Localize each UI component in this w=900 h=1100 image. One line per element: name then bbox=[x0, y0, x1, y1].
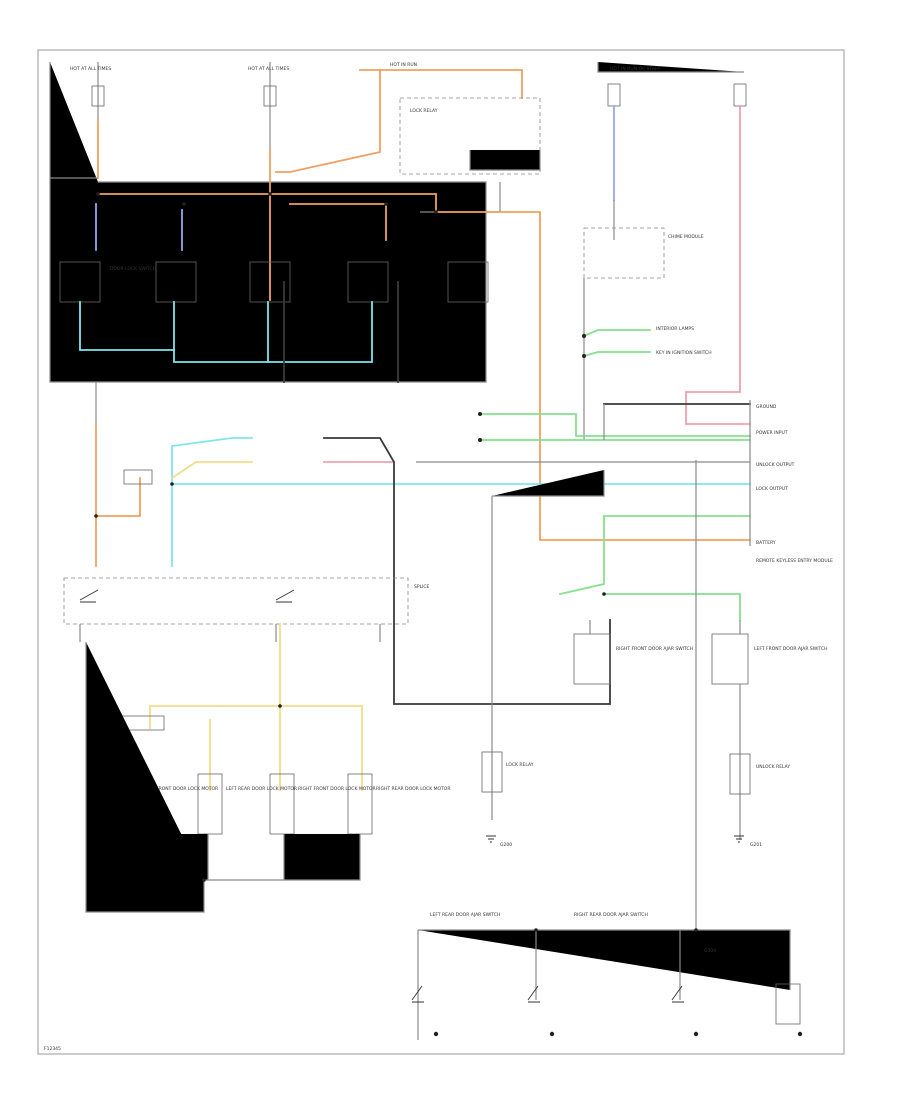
junction-dots bbox=[94, 192, 698, 932]
top-left-section: HOT AT ALL TIMES HOT AT ALL TIMES DOOR L… bbox=[49, 62, 541, 383]
lr-ajar-bottom-label: LEFT REAR DOOR AJAR SWITCH bbox=[430, 912, 500, 918]
middle-section: GROUND POWER INPUT LOCK OUTPUT UNLOCK OU… bbox=[95, 211, 833, 912]
door-ajar-switches: RIGHT FRONT DOOR AJAR SWITCH LEFT FRONT … bbox=[481, 620, 828, 848]
bottom-row-switches: LEFT REAR DOOR AJAR SWITCH RIGHT REAR DO… bbox=[411, 912, 803, 1040]
unlock-relay-bottom-label: UNLOCK RELAY bbox=[756, 764, 790, 770]
fuse-top-right-label: HOT IN RUN OR START bbox=[610, 66, 661, 72]
rr-motor-label: RIGHT REAR DOOR LOCK MOTOR bbox=[376, 786, 450, 792]
key-in-ignition-label: KEY IN IGNITION SWITCH bbox=[656, 350, 712, 356]
chime-module-label: CHIME MODULE bbox=[668, 234, 704, 240]
g300-label: G300 bbox=[704, 948, 716, 954]
rr-ajar-bottom-label: RIGHT REAR DOOR AJAR SWITCH bbox=[574, 912, 648, 918]
lock-relay-label: LOCK RELAY bbox=[410, 108, 438, 114]
lf-lock-switch-label: DOOR LOCK SWITCH bbox=[110, 266, 156, 272]
battery-label: BATTERY bbox=[756, 540, 776, 546]
footer-code: F12345 bbox=[44, 1046, 61, 1052]
lock-output-label: LOCK OUTPUT bbox=[756, 486, 788, 492]
bottom-left-motors: LEFT FRONT DOOR LOCK MOTOR LEFT REAR DOO… bbox=[85, 623, 450, 913]
top-right-section: HOT IN RUN OR START CHIME MODULE INTERIO… bbox=[582, 62, 751, 440]
power-input-label: POWER INPUT bbox=[756, 430, 788, 436]
splice-label: SPLICE bbox=[414, 584, 430, 590]
fuse-top-mid-label: HOT AT ALL TIMES bbox=[248, 66, 289, 72]
splice-section: SPLICE bbox=[63, 577, 430, 642]
lock-relay-bottom-label: LOCK RELAY bbox=[506, 762, 534, 768]
rf-door-ajar-label: RIGHT FRONT DOOR AJAR SWITCH bbox=[616, 646, 693, 652]
lr-motor-label: LEFT REAR DOOR LOCK MOTOR bbox=[226, 786, 297, 792]
lf-door-ajar-label: LEFT FRONT DOOR AJAR SWITCH bbox=[754, 646, 828, 652]
module-label: REMOTE KEYLESS ENTRY MODULE bbox=[756, 558, 833, 564]
diagram-border bbox=[37, 49, 845, 1055]
lf-motor-label: LEFT FRONT DOOR LOCK MOTOR bbox=[144, 786, 218, 792]
unlock-output-label: UNLOCK OUTPUT bbox=[756, 462, 795, 468]
interior-lamps-label: INTERIOR LAMPS bbox=[656, 326, 694, 332]
hot-run-label: HOT IN RUN bbox=[390, 62, 417, 68]
g201-label: G201 bbox=[750, 842, 762, 848]
fuse-top-left-label: HOT AT ALL TIMES bbox=[70, 66, 111, 72]
rf-motor-label: RIGHT FRONT DOOR LOCK MOTOR bbox=[298, 786, 376, 792]
ground-label: GROUND bbox=[756, 404, 777, 410]
g200-label: G200 bbox=[500, 842, 512, 848]
